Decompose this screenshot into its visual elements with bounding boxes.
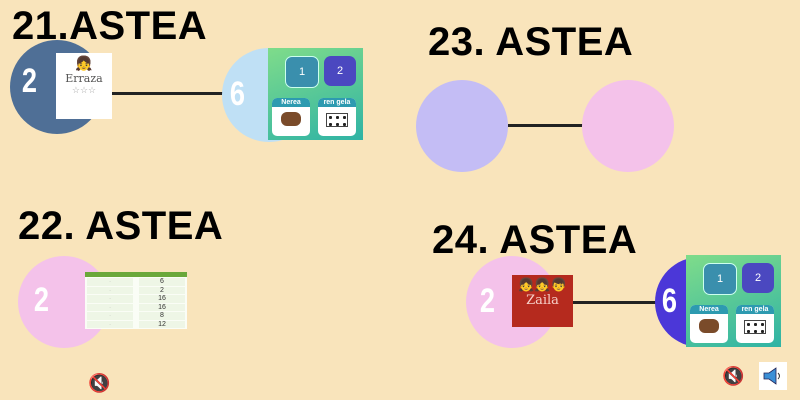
erraza-card[interactable]: 👧 Erraza ☆☆☆: [56, 53, 112, 119]
table-value: 16: [139, 295, 185, 303]
stars-icon: ☆☆☆: [71, 85, 97, 95]
zaila-card[interactable]: 👧👧👦 Zaila: [512, 275, 573, 327]
tile-cow[interactable]: ren gela: [736, 305, 774, 343]
kids-icon: 👧👧👦: [518, 277, 567, 292]
game-button-1[interactable]: 1: [285, 56, 319, 88]
connector-line: [508, 124, 584, 127]
speaker-button[interactable]: [759, 362, 787, 390]
week-23-right-circle[interactable]: [582, 80, 674, 172]
cow-icon: [744, 320, 766, 334]
speaker-muted-icon[interactable]: 🔇: [722, 366, 745, 386]
speaker-icon: [763, 367, 780, 385]
week-23-left-circle[interactable]: [416, 80, 508, 172]
table-card[interactable]: ·6 ·2 ·16 ·16 ·8 ·12: [85, 272, 187, 329]
week-24-right-number: 6: [661, 282, 678, 320]
week-24-left-number: 2: [479, 282, 496, 320]
table-value: 8: [139, 312, 185, 320]
table-value: 6: [139, 278, 185, 286]
cow-icon: [326, 113, 348, 127]
week-22-number: 2: [33, 281, 50, 319]
table-value: 16: [139, 303, 185, 311]
tile-label: Nerea: [690, 305, 728, 314]
bear-icon: [281, 112, 301, 126]
connector-line: [112, 92, 224, 95]
table-header: [85, 272, 187, 277]
tile-bear[interactable]: Nerea: [272, 98, 310, 136]
tile-label: ren gela: [318, 98, 356, 107]
week-24-title: 24. ASTEA: [432, 218, 638, 262]
game-button-2[interactable]: 2: [324, 56, 356, 86]
tile-cow[interactable]: ren gela: [318, 98, 356, 136]
game-card[interactable]: 1 2 Nerea ren gela: [268, 48, 363, 140]
card-label: Zaila: [526, 293, 559, 308]
tile-label: ren gela: [736, 305, 774, 314]
game-button-2[interactable]: 2: [742, 263, 774, 293]
girl-icon: 👧: [75, 55, 93, 71]
game-button-1[interactable]: 1: [703, 263, 737, 295]
bear-icon: [699, 319, 719, 333]
table-value: 12: [139, 320, 185, 328]
week-21-left-number: 2: [21, 62, 38, 100]
game-card[interactable]: 1 2 Nerea ren gela: [686, 255, 781, 347]
table-value: 2: [139, 286, 185, 294]
week-21-right-number: 6: [229, 75, 246, 113]
week-23-title: 23. ASTEA: [428, 20, 634, 64]
tile-bear[interactable]: Nerea: [690, 305, 728, 343]
tile-label: Nerea: [272, 98, 310, 107]
connector-line: [573, 301, 663, 304]
speaker-muted-icon[interactable]: 🔇: [88, 373, 111, 393]
week-22-title: 22. ASTEA: [18, 204, 224, 248]
card-label: Erraza: [65, 72, 103, 85]
